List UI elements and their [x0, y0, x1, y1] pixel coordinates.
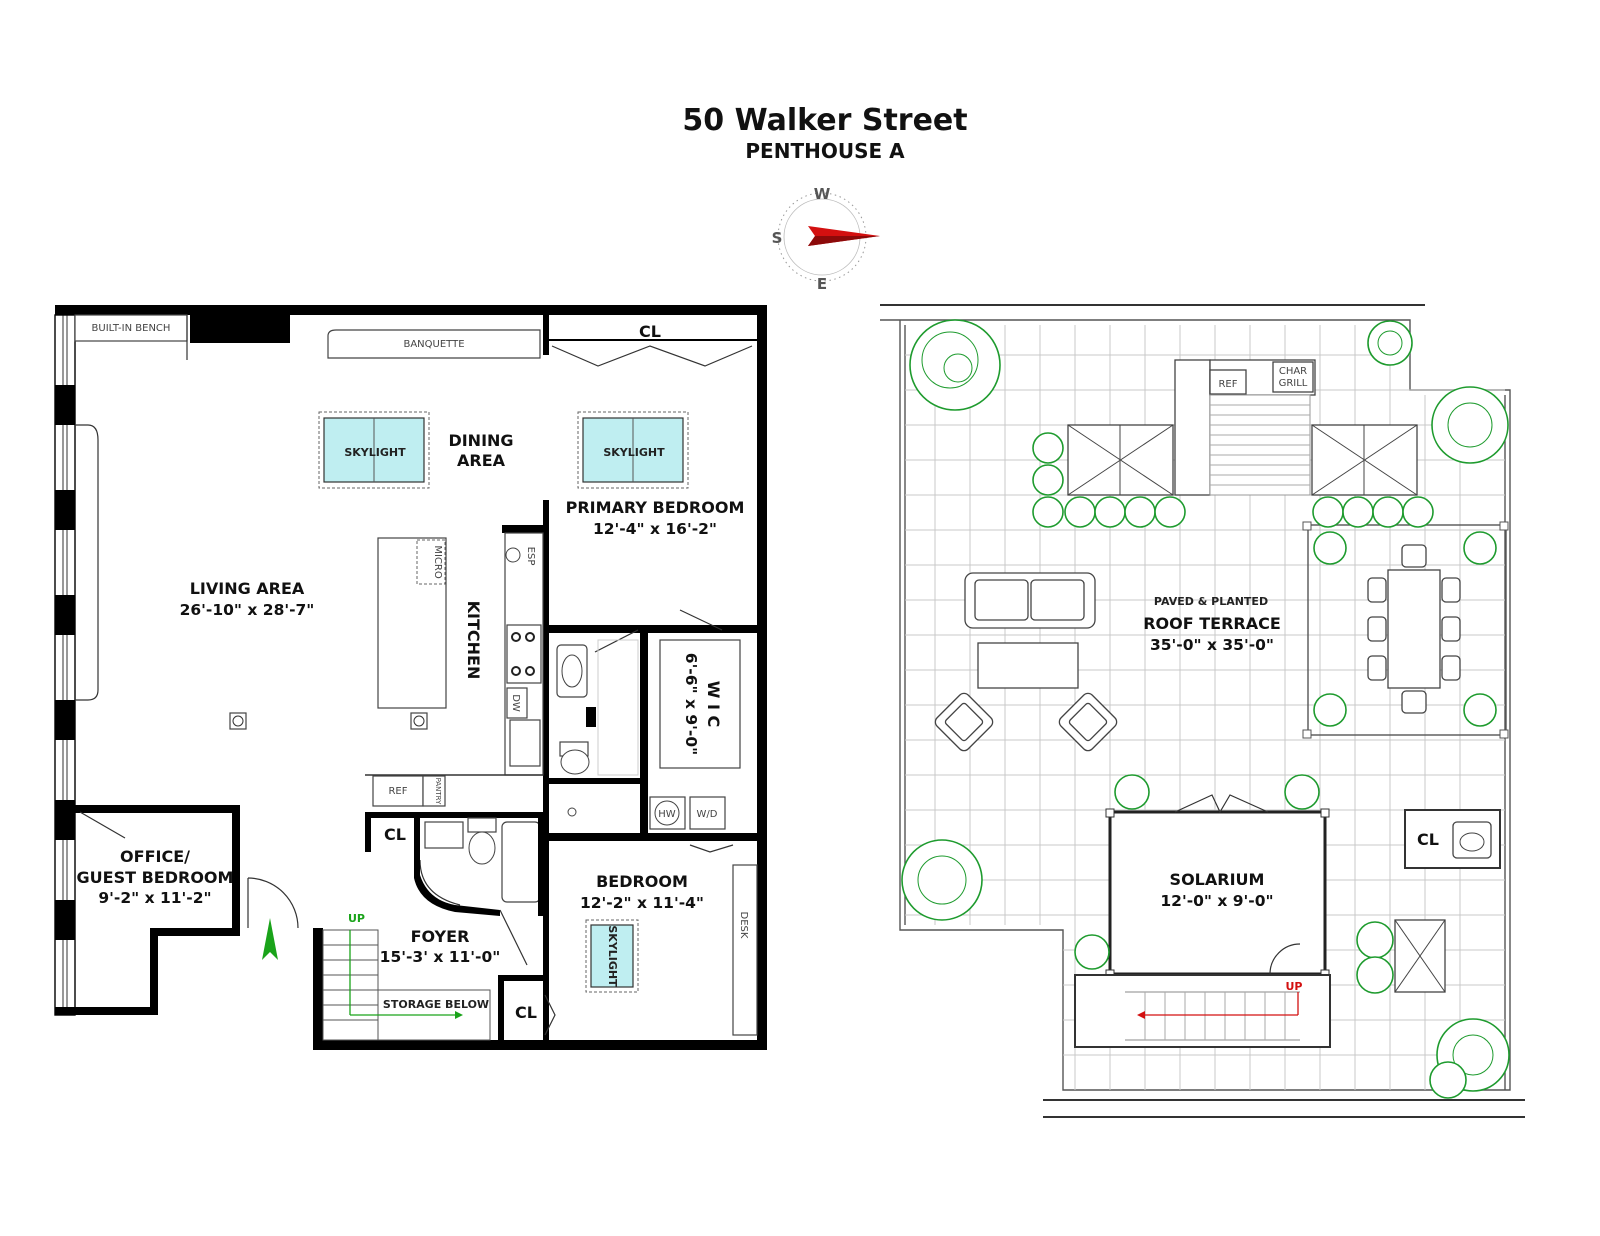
- tree-icon: [1356, 921, 1394, 994]
- pantry-label: PANTRY: [434, 778, 442, 805]
- foyer-dimensions: 15'-3' x 11'-0": [380, 948, 501, 966]
- main-staircase: [322, 929, 491, 1041]
- dining-label-line1: DINING: [448, 431, 513, 450]
- roof-coffee-table: [977, 642, 1079, 689]
- wic-dimensions: 6'-6" x 9'-0": [682, 653, 700, 755]
- page-subtitle: PENTHOUSE A: [745, 139, 905, 163]
- office-label-line2: GUEST BEDROOM: [77, 868, 234, 887]
- office-dimensions: 9'-2" x 11'-2": [98, 889, 211, 907]
- roof-up-label: UP: [1286, 980, 1303, 993]
- living-area-name: LIVING AREA: [190, 579, 305, 598]
- roof-sofa: [964, 572, 1096, 629]
- main-floor-plan: BUILT-IN BENCH BANQUETTE CL SKYLIGHT SKY…: [54, 305, 767, 1050]
- primary-bedroom-dimensions: 12'-4" x 16'-2": [593, 520, 717, 538]
- desk-label: DESK: [738, 912, 749, 939]
- roof-skylight-small: [1394, 919, 1446, 993]
- espresso-label: ESP: [525, 547, 536, 566]
- skylight-bedroom-label: SKYLIGHT: [606, 925, 619, 987]
- washer-dryer-label: W/D: [697, 809, 718, 820]
- tree-icon: [909, 319, 1001, 411]
- entry-arrow-icon: [262, 918, 278, 960]
- roof-refrigerator-label: REF: [1218, 379, 1237, 390]
- char-grill-label-line2: GRILL: [1279, 378, 1308, 389]
- compass-rose-icon: W S E: [772, 185, 880, 293]
- roof-lounge-chair-left: [934, 692, 994, 752]
- refrigerator-label: REF: [388, 786, 407, 797]
- office-label-line1: OFFICE/: [120, 847, 190, 866]
- terrace-subtitle: PAVED & PLANTED: [1154, 595, 1268, 608]
- compass-west-letter: S: [772, 229, 783, 247]
- tree-icon: [1367, 320, 1413, 366]
- bedroom-dimensions: 12'-2" x 11'-4": [580, 894, 704, 912]
- page-title: 50 Walker Street: [682, 103, 967, 138]
- hedge-right-icon: [1312, 496, 1434, 528]
- compass-north-letter: W: [814, 185, 831, 203]
- roof-stair-treads: [1209, 394, 1311, 496]
- microwave-label: MICRO: [432, 545, 443, 579]
- roof-closet: [1404, 809, 1501, 869]
- roof-lounge-chair-right: [1058, 692, 1118, 752]
- shrub-icon: [1074, 531, 1497, 970]
- roof-staircase: [1074, 974, 1331, 1048]
- main-up-label: UP: [348, 912, 365, 925]
- char-grill-label-line1: CHAR: [1279, 366, 1307, 377]
- roof-skylight-left: [1067, 424, 1174, 496]
- foyer-name: FOYER: [411, 927, 470, 946]
- roof-terrace-plan: REF CHAR GRILL: [880, 304, 1525, 1118]
- roof-dining-table: [1367, 544, 1461, 714]
- solarium-name: SOLARIUM: [1170, 870, 1265, 889]
- closet-top-label: CL: [639, 322, 661, 341]
- tree-icon: [1429, 1018, 1510, 1099]
- roof-skylight-right: [1311, 424, 1418, 496]
- banquette-label: BANQUETTE: [403, 339, 464, 350]
- roof-closet-label: CL: [1417, 830, 1439, 849]
- primary-bedroom-name: PRIMARY BEDROOM: [566, 498, 745, 517]
- built-in-bench-label: BUILT-IN BENCH: [92, 323, 171, 334]
- foyer-closet-label: CL: [384, 825, 406, 844]
- roof-terrace-dimensions: 35'-0" x 35'-0": [1150, 636, 1274, 654]
- kitchen-label: KITCHEN: [464, 601, 483, 680]
- hedge-left-icon: [1032, 432, 1186, 528]
- dining-label-line2: AREA: [457, 451, 506, 470]
- storage-below-label: STORAGE BELOW: [383, 998, 489, 1011]
- wic-label: W I C: [704, 681, 723, 727]
- skylight-dining-label: SKYLIGHT: [344, 446, 406, 459]
- dishwasher-label: DW: [510, 694, 521, 712]
- water-heater-label: HW: [658, 809, 676, 820]
- bathroom-tile-grid: [597, 639, 639, 776]
- compass-south-letter: E: [817, 275, 827, 293]
- living-area-dimensions: 26'-10" x 28'-7": [180, 601, 315, 619]
- roof-terrace-name: ROOF TERRACE: [1143, 614, 1281, 633]
- skylight-primary-label: SKYLIGHT: [603, 446, 665, 459]
- tree-icon: [1431, 386, 1509, 464]
- bottom-closet-label: CL: [515, 1003, 537, 1022]
- tree-icon: [901, 839, 983, 921]
- bedroom-name: BEDROOM: [596, 872, 688, 891]
- solarium-dimensions: 12'-0" x 9'-0": [1160, 892, 1273, 910]
